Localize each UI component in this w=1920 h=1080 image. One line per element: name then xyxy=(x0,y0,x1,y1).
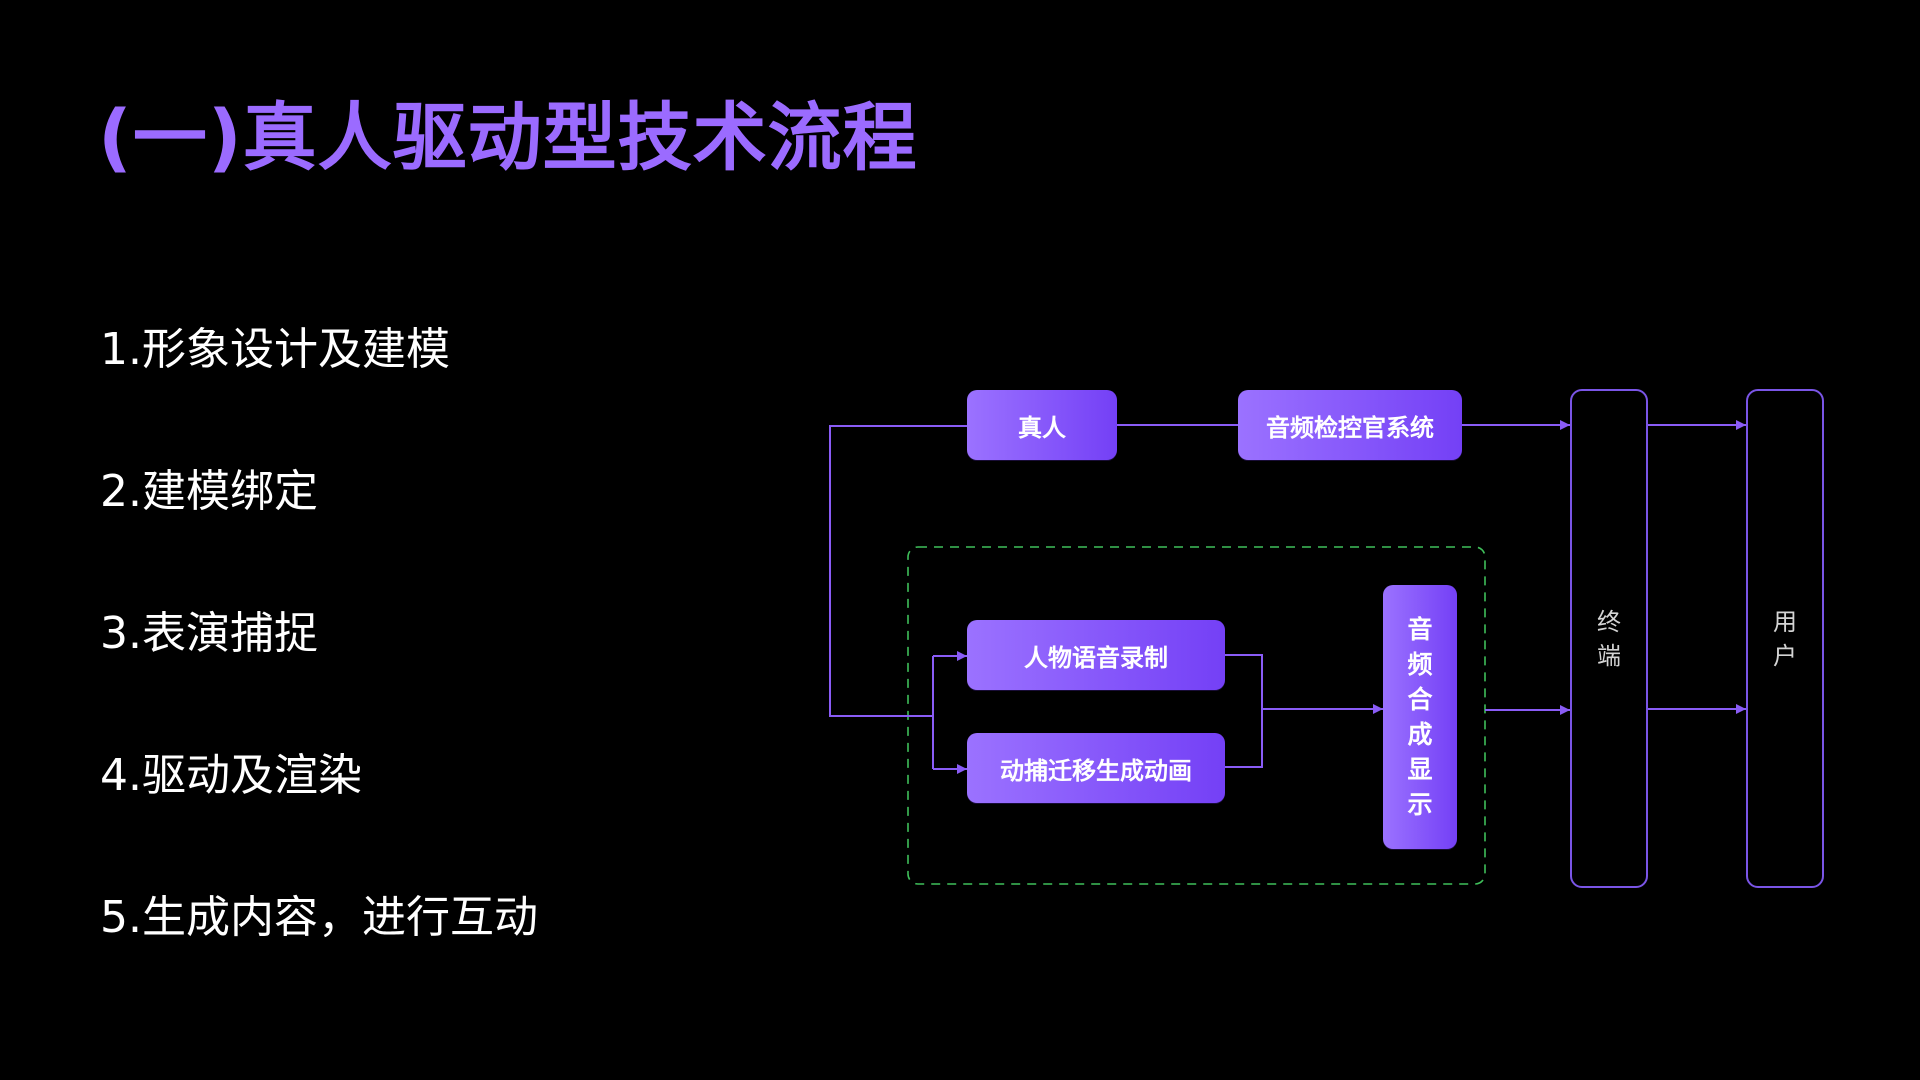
node-audio-synthesis-char-3: 合 xyxy=(1407,685,1433,714)
node-audio-synthesis-char-5: 显 xyxy=(1407,755,1433,784)
step-item-5: 5.生成内容，进行互动 xyxy=(100,892,538,943)
step-list: 1.形象设计及建模 2.建模绑定 3.表演捕捉 4.驱动及渲染 5.生成内容，进… xyxy=(100,322,538,1032)
node-mocap-animation-label: 动捕迁移生成动画 xyxy=(1000,756,1192,785)
node-audio-synthesis-char-1: 音 xyxy=(1407,615,1433,644)
page-title: (一)真人驱动型技术流程 xyxy=(98,95,918,181)
node-voice-recording-label: 人物语音录制 xyxy=(1024,643,1168,672)
node-user-char-2: 户 xyxy=(1773,641,1797,670)
node-audio-monitor-system[interactable]: 音频检控官系统 xyxy=(1238,390,1462,460)
node-user-char-1: 用 xyxy=(1773,607,1797,636)
node-terminal-char-2: 端 xyxy=(1597,641,1621,670)
node-terminal-char-1: 终 xyxy=(1597,607,1621,636)
node-audio-synthesis-char-4: 成 xyxy=(1407,720,1433,749)
step-item-3: 3.表演捕捉 xyxy=(100,608,318,659)
node-mocap-animation[interactable]: 动捕迁移生成动画 xyxy=(967,733,1225,803)
step-item-2: 2.建模绑定 xyxy=(100,466,318,517)
step-item-1: 1.形象设计及建模 xyxy=(100,324,450,375)
node-audio-monitor-system-label: 音频检控官系统 xyxy=(1266,413,1434,442)
node-real-person[interactable]: 真人 xyxy=(967,390,1117,460)
node-terminal[interactable]: 终 端 xyxy=(1570,389,1648,888)
edge-voice-recording-merge xyxy=(1224,654,1263,768)
node-user[interactable]: 用 户 xyxy=(1746,389,1824,888)
node-real-person-label: 真人 xyxy=(1018,413,1066,442)
node-audio-synthesis-char-2: 频 xyxy=(1407,650,1433,679)
node-audio-synthesis-char-6: 示 xyxy=(1407,790,1433,819)
node-audio-synthesis-display[interactable]: 音 频 合 成 显 示 xyxy=(1383,585,1457,849)
edge-real-person-feed-loop xyxy=(829,425,967,717)
step-item-4: 4.驱动及渲染 xyxy=(100,750,362,801)
node-voice-recording[interactable]: 人物语音录制 xyxy=(967,620,1225,690)
